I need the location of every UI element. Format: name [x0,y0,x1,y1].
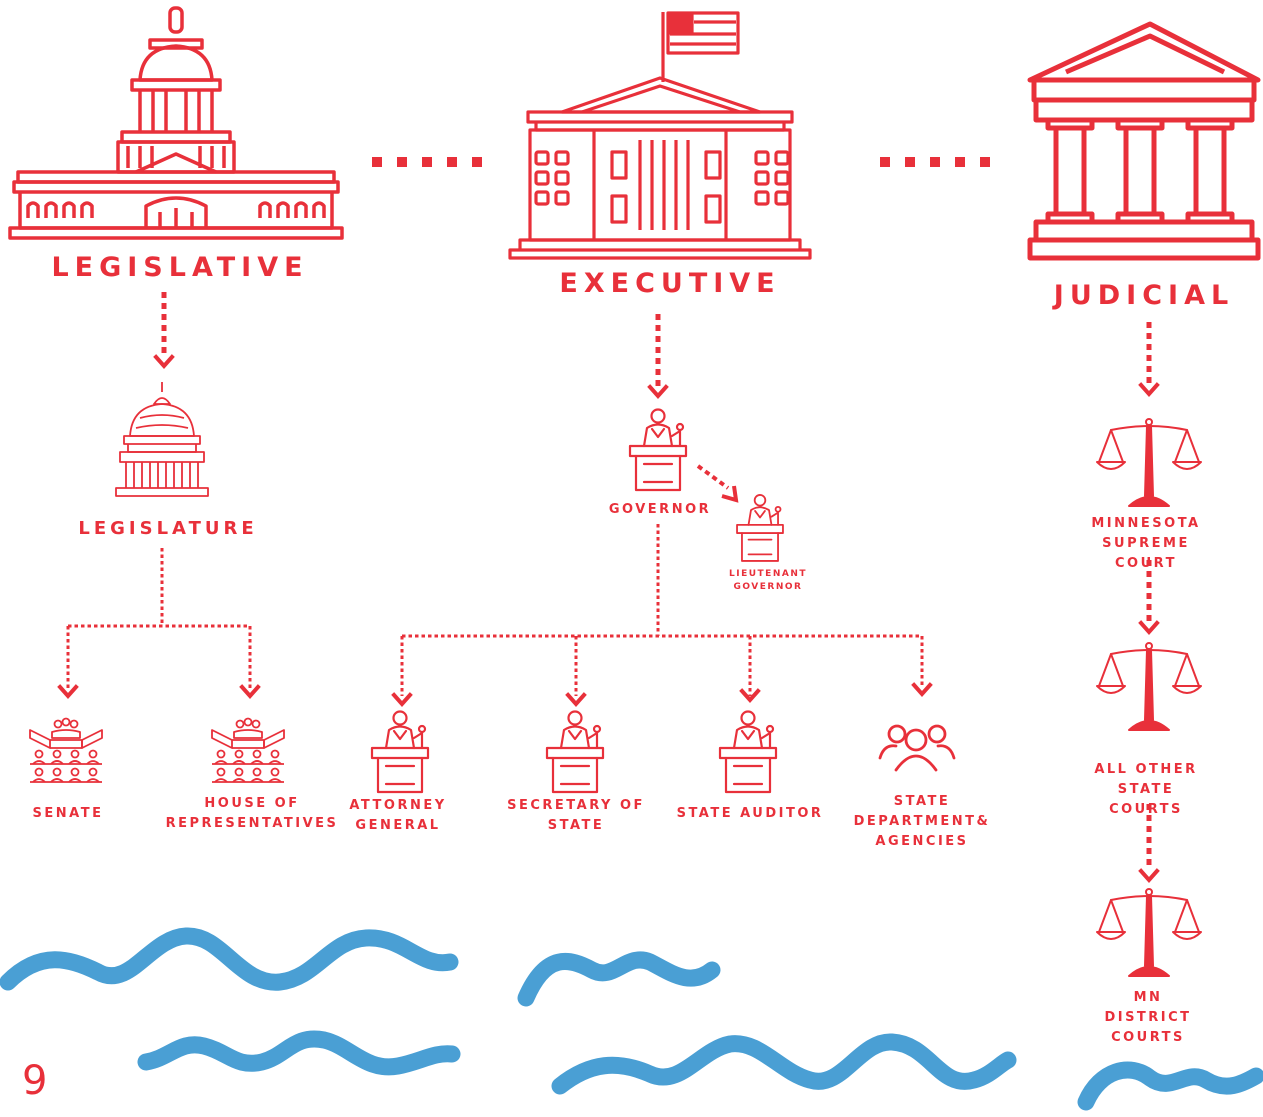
attorney-general-label: ATTORNEY GENERAL [349,798,447,833]
people-icon [878,724,956,772]
house-label: HOUSE OF REPRESENTATIVES [165,796,339,831]
senate-label: SENATE [32,806,104,821]
state-auditor-label: STATE AUDITOR [676,806,824,821]
courthouse-icon [1027,21,1261,261]
dome-icon [115,382,209,497]
lt-governor-label: LIEUTENANT GOVERNOR [729,569,807,592]
auditor-podium-icon [718,710,778,794]
page-number: 9 [22,1058,48,1104]
governor-label: GOVERNOR [608,502,712,517]
senate-assembly-icon [29,717,103,783]
secretary-of-state-label: SECRETARY OF STATE [507,798,645,833]
supreme-court-scales-icon [1096,418,1202,507]
judicial-branch-title: JUDICIAL [1053,280,1235,311]
arrow-departments [912,683,932,696]
house-assembly-icon [211,717,285,783]
state-departments-label: STATE DEPARTMENT& AGENCIES [853,794,991,849]
governor-podium-icon [628,408,688,492]
legislature-tree [66,548,252,688]
executive-branch-title: EXECUTIVE [559,268,781,299]
lt-governor-podium-icon [736,494,784,562]
district-courts-label: MN DISTRICT COURTS [1104,990,1192,1045]
arrow-senate [58,685,78,698]
secretary-podium-icon [545,710,605,794]
branch-connector [372,157,990,167]
arrow-house [240,685,260,698]
arrow-attorney [392,693,412,706]
decorative-waves [0,927,1263,1111]
legislature-label: LEGISLATURE [78,518,258,539]
supreme-court-label: MINNESOTA SUPREME COURT [1091,516,1201,571]
state-courts-scales-icon [1096,642,1202,731]
legislative-branch-title: LEGISLATIVE [51,252,309,283]
district-courts-scales-icon [1096,888,1202,977]
attorney-podium-icon [370,710,430,794]
white-house-icon [508,11,812,260]
state-courts-label: ALL OTHER STATE COURTS [1094,762,1198,817]
executive-tree [400,524,924,696]
capitol-icon [8,6,344,240]
main-arrows [154,292,1159,882]
arrow-secretary [566,693,586,706]
